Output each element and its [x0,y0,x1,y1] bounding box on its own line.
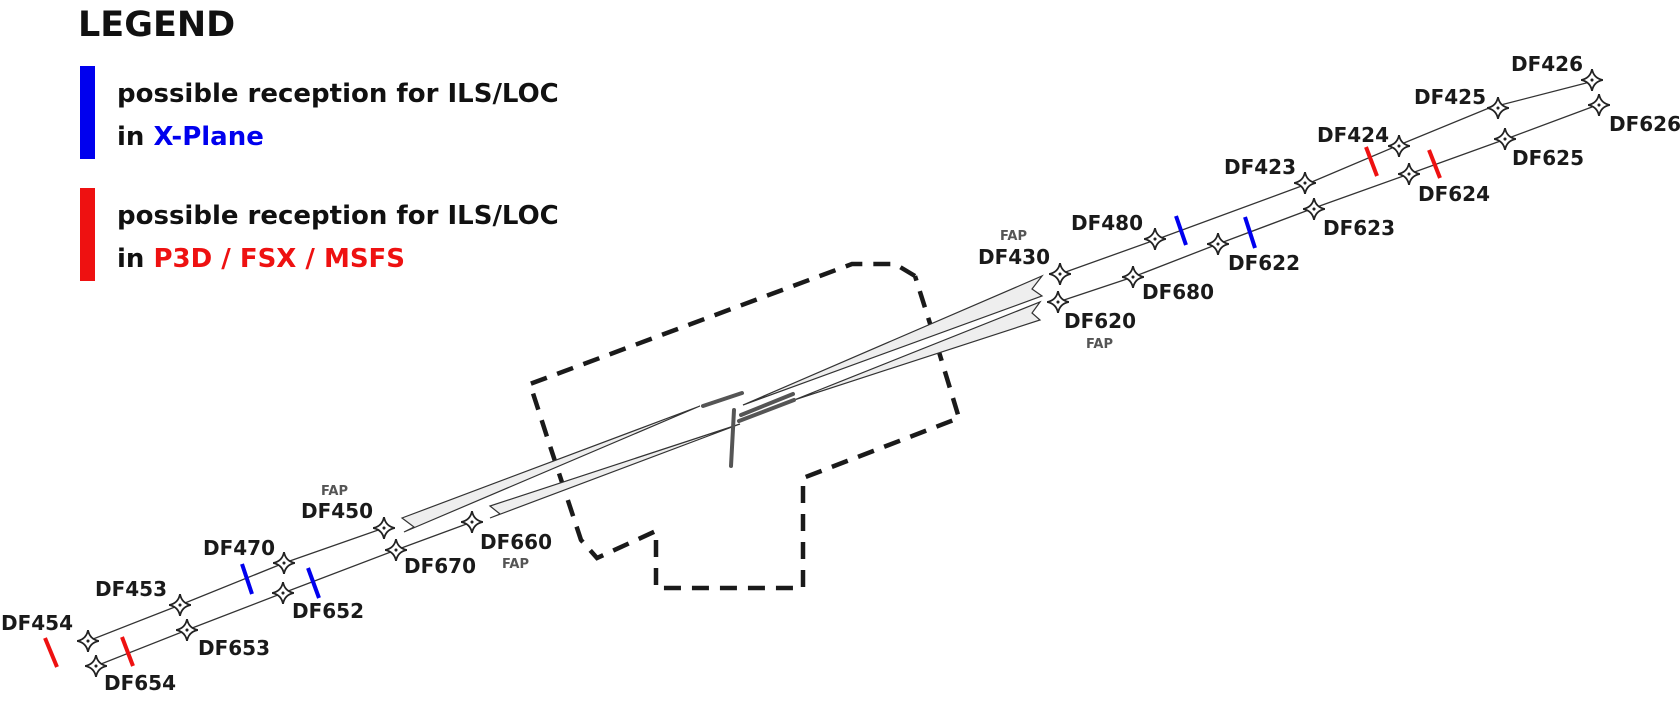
p3d-marker-df654 [120,636,135,667]
runway-cross [729,408,736,468]
label-df453: DF453 [95,577,167,601]
label-df430: DF430 [978,245,1050,269]
label-df622: DF622 [1228,251,1300,275]
label-df450: DF450 [301,499,373,523]
df430-symbol [1049,263,1071,285]
label-df660-fap: FAP [502,557,529,572]
legend-xplane-swatch [80,66,95,159]
p3d-marker-df454 [43,637,59,668]
legend-p3d-line1: possible reception for ILS/LOC [117,201,559,231]
runway-south-a [737,398,796,423]
approach-cone-north-east [742,274,1044,406]
xplane-marker-df470 [240,563,254,595]
df423-symbol [1294,172,1316,194]
approach-cone-south-east [793,300,1042,401]
label-df660: DF660 [480,530,552,554]
label-df620-fap: FAP [1086,337,1113,352]
legend-xplane-line2: in X-Plane [117,122,264,152]
df424-symbol [1388,135,1410,157]
waypoint-labels: DF426 DF425 DF424 DF423 DF480 DF430 FAP … [1,52,1680,695]
df480-symbol [1144,228,1166,250]
label-df626: DF626 [1609,112,1680,136]
label-df424: DF424 [1317,123,1389,147]
legend-title: LEGEND [78,5,235,45]
legend-p3d-sim: P3D / FSX / MSFS [153,244,405,274]
runway-north [701,391,744,408]
df454-symbol [77,630,99,652]
legend-p3d-line2: in P3D / FSX / MSFS [117,244,405,274]
label-df624: DF624 [1418,182,1490,206]
label-df670: DF670 [404,554,476,578]
xplane-marker-df652 [306,567,321,599]
legend-p3d-swatch [80,188,95,281]
reception-markers [43,146,1442,668]
df624-symbol [1398,163,1420,185]
runways [701,391,796,468]
label-df450-fap: FAP [321,484,348,499]
approach-cone-south-west [488,423,741,519]
xplane-marker-df622 [1243,216,1257,249]
label-df680: DF680 [1142,280,1214,304]
df425-symbol [1487,97,1509,119]
label-df623: DF623 [1323,216,1395,240]
label-df652: DF652 [292,599,364,623]
p3d-marker-df624 [1427,149,1442,179]
approach-cone-north-west [400,405,701,533]
label-df426: DF426 [1511,52,1583,76]
df626-symbol [1588,94,1610,116]
df680-symbol [1122,266,1144,288]
label-df470: DF470 [203,536,275,560]
df622-symbol [1207,233,1229,255]
label-df423: DF423 [1224,155,1296,179]
label-df620: DF620 [1064,309,1136,333]
label-df430-fap: FAP [1000,229,1027,244]
xplane-marker-df480 [1174,215,1188,246]
df623-symbol [1303,198,1325,220]
df453-symbol [169,594,191,616]
label-df654: DF654 [104,671,176,695]
df470-symbol [273,552,295,574]
df653-symbol [176,619,198,641]
legend-xplane-sim: X-Plane [153,122,263,152]
track-north-east [1059,80,1595,275]
label-df454: DF454 [1,611,73,635]
airspace-boundary [527,261,962,591]
df426-symbol [1581,69,1603,91]
waypoint-symbols [77,69,1610,677]
track-north-west [87,527,385,642]
p3d-marker-df424 [1364,146,1379,177]
label-df425: DF425 [1414,85,1486,109]
label-df625: DF625 [1512,146,1584,170]
df652-symbol [272,582,294,604]
label-df653: DF653 [198,636,270,660]
legend-p3d-prefix: in [117,244,153,274]
legend-xplane-prefix: in [117,122,153,152]
legend: LEGEND possible reception for ILS/LOC in… [78,5,559,281]
label-df480: DF480 [1071,211,1143,235]
runway-south-b [739,392,795,417]
df450-symbol [373,517,395,539]
legend-xplane-line1: possible reception for ILS/LOC [117,79,559,109]
